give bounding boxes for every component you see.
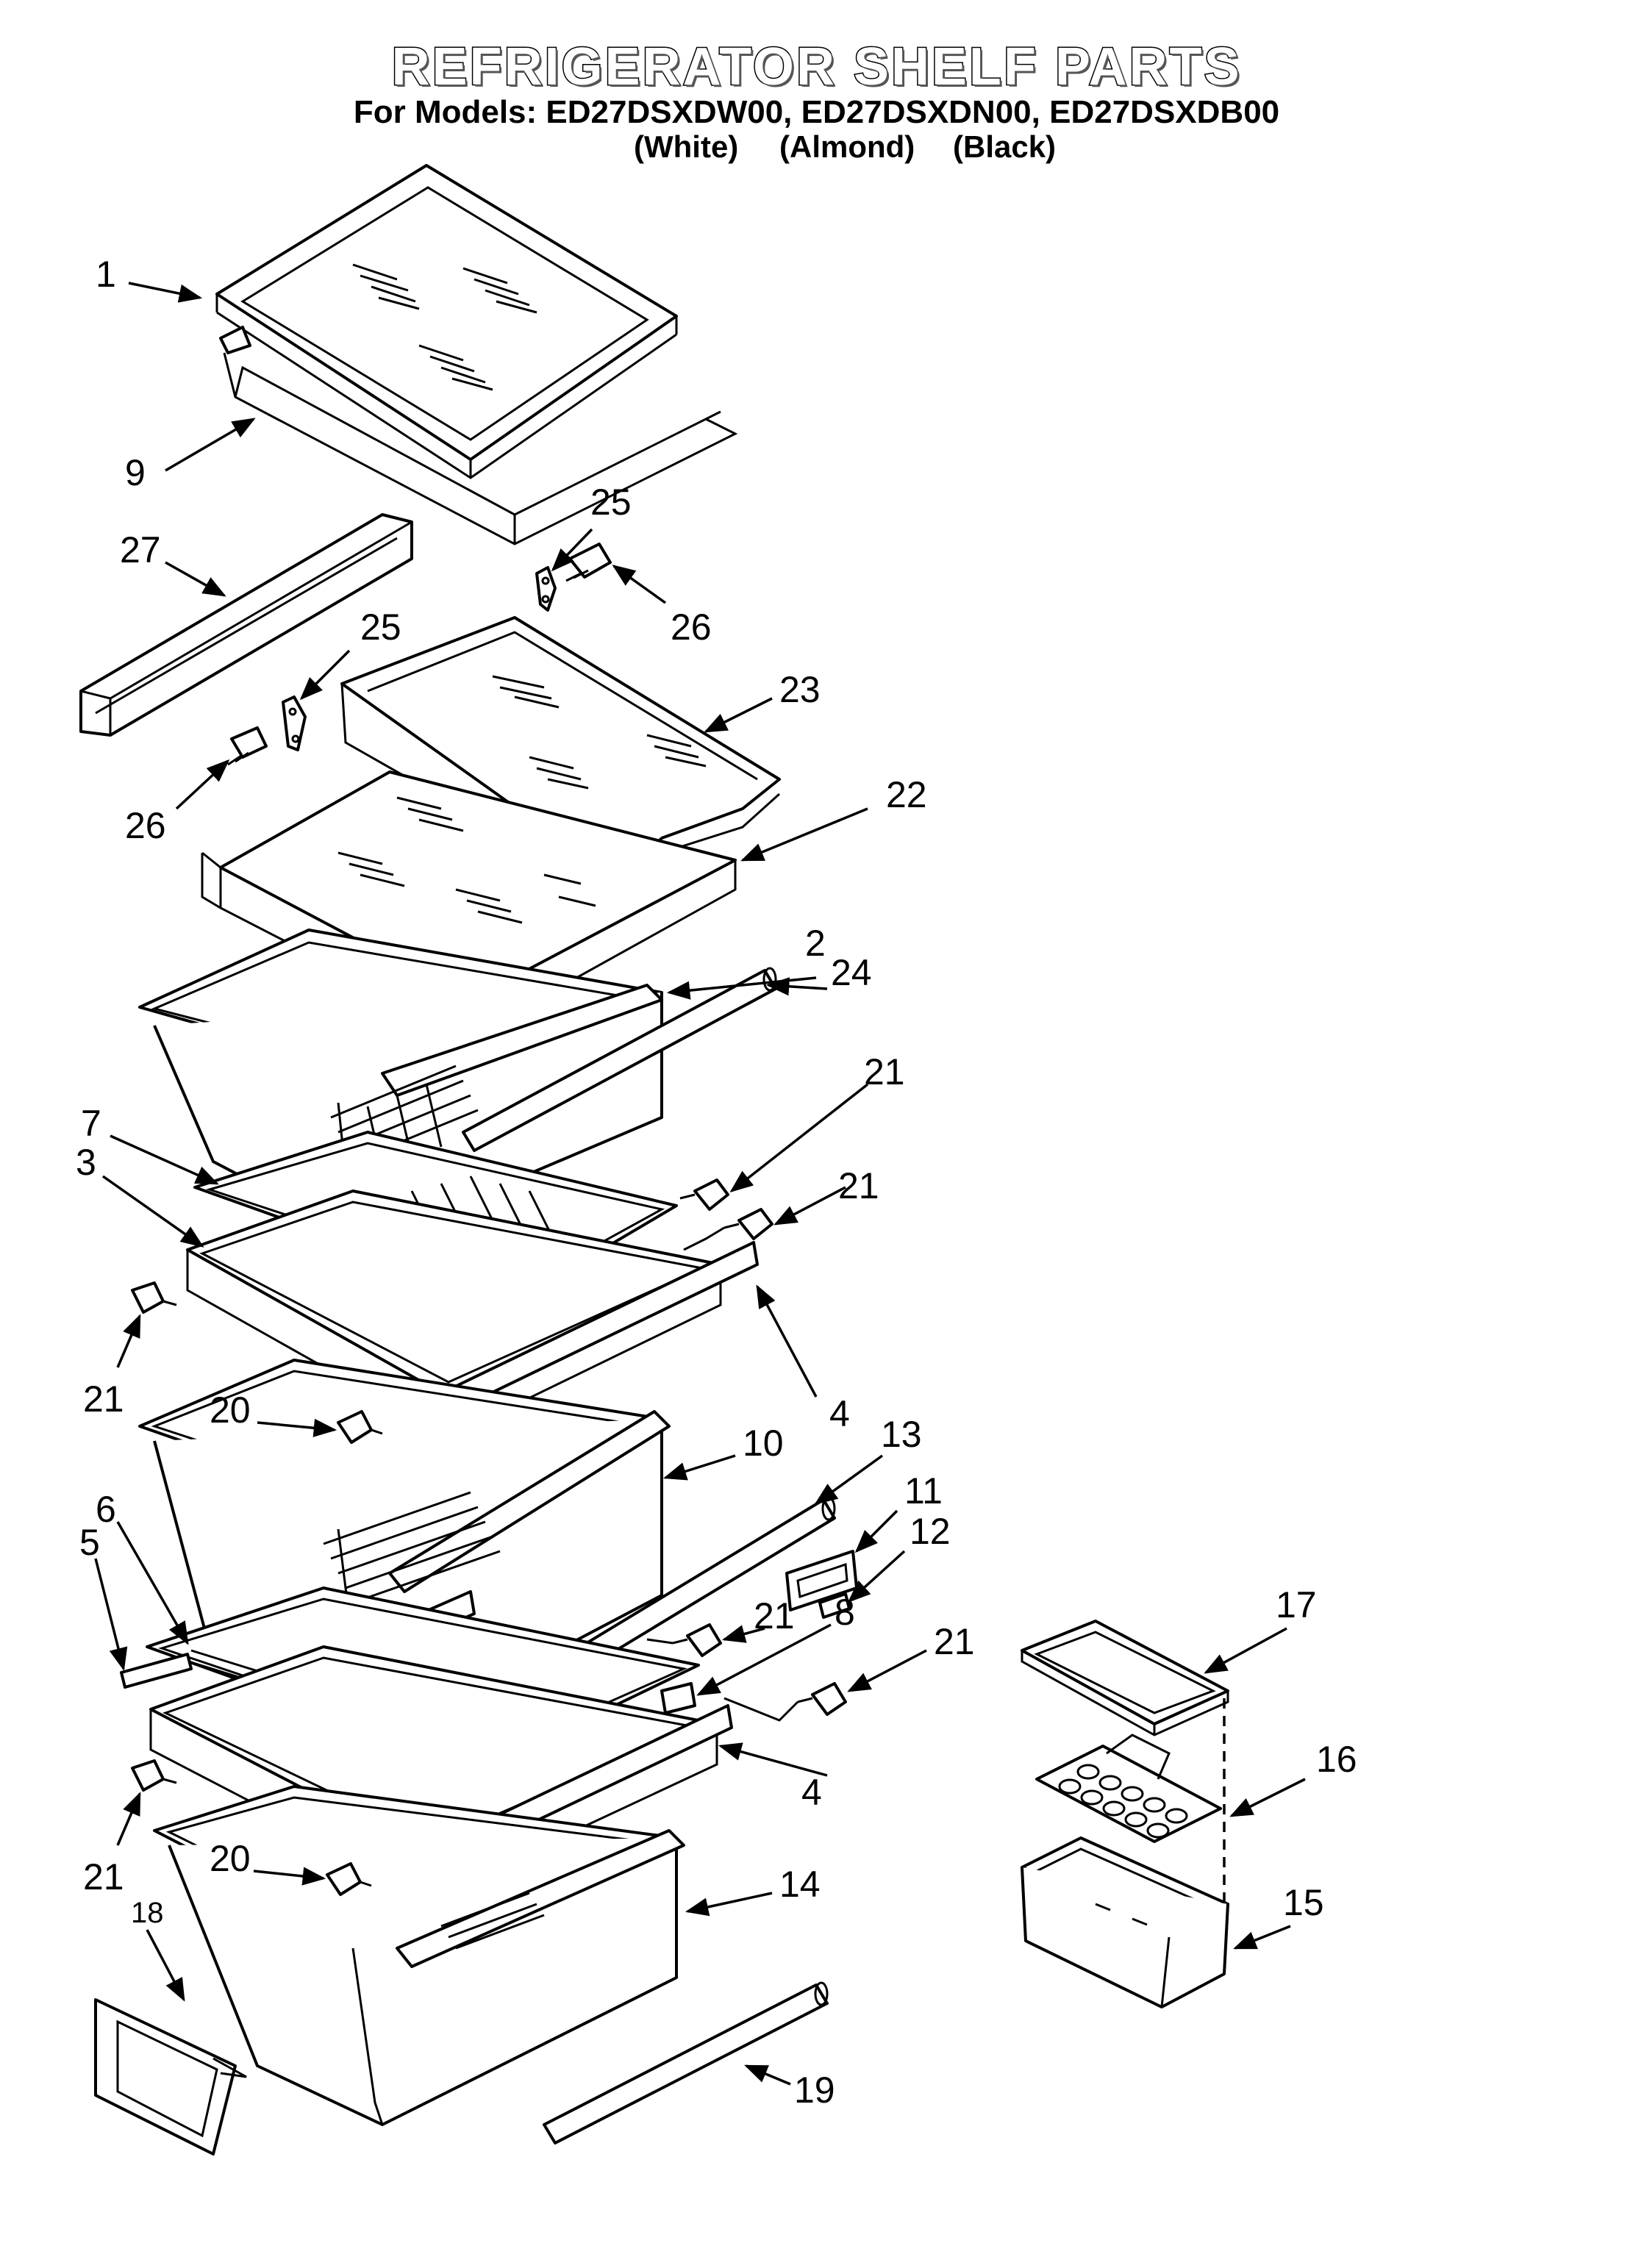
part-12-clip bbox=[818, 1592, 851, 1619]
part-15-egg-bin bbox=[1021, 1836, 1229, 2008]
callout-26-top: 26 bbox=[671, 607, 712, 648]
part-26-screw-mid bbox=[227, 726, 268, 766]
color-black: (Black) bbox=[953, 129, 1057, 164]
callout-5: 5 bbox=[79, 1522, 100, 1563]
callout-24: 24 bbox=[831, 952, 872, 993]
bushing-21-a bbox=[679, 1178, 729, 1211]
callout-21-c: 21 bbox=[83, 1378, 124, 1420]
part-26-screw-top bbox=[565, 543, 612, 582]
callout-23: 23 bbox=[779, 669, 821, 710]
bushing-21-d bbox=[672, 1623, 722, 1657]
color-white: (White) bbox=[634, 129, 739, 164]
part-5-strip bbox=[120, 1653, 193, 1689]
part-1-glass-shelf bbox=[215, 164, 678, 479]
callout-25-top: 25 bbox=[590, 482, 632, 523]
callout-15: 15 bbox=[1283, 1882, 1324, 1923]
bushing-20-a bbox=[337, 1410, 383, 1444]
part-18-label bbox=[94, 1998, 247, 2156]
part-9-shelf-frame bbox=[219, 326, 738, 545]
part-8-rail bbox=[660, 1682, 696, 1714]
bushing-21-b bbox=[723, 1208, 773, 1240]
leader-lines bbox=[94, 282, 1306, 2086]
bushing-21-c bbox=[131, 1281, 177, 1314]
callout-18: 18 bbox=[131, 1897, 164, 1929]
callout-27: 27 bbox=[120, 529, 161, 570]
part-17-lid bbox=[1021, 1620, 1229, 1736]
callout-21-b: 21 bbox=[838, 1165, 879, 1206]
callout-22: 22 bbox=[886, 774, 927, 815]
callout-1: 1 bbox=[96, 254, 116, 295]
callout-3: 3 bbox=[76, 1142, 96, 1183]
callout-21-a: 21 bbox=[864, 1051, 905, 1092]
callout-16: 16 bbox=[1316, 1739, 1357, 1780]
callout-6: 6 bbox=[96, 1489, 116, 1530]
callout-14: 14 bbox=[779, 1864, 821, 1905]
callout-21-e: 21 bbox=[934, 1621, 975, 1662]
callout-17: 17 bbox=[1276, 1584, 1317, 1625]
callout-26-mid: 26 bbox=[125, 805, 166, 846]
part-14-bottom-drawer bbox=[153, 1785, 685, 2126]
model-list: For Models: ED27DSXDW00, ED27DSXDN00, ED… bbox=[353, 94, 1280, 130]
page-title: REFRIGERATOR SHELF PARTS bbox=[390, 37, 1242, 98]
callout-21-d: 21 bbox=[754, 1595, 795, 1636]
callout-25-mid: 25 bbox=[360, 607, 401, 648]
callout-12: 12 bbox=[910, 1511, 951, 1552]
bushing-20-b bbox=[326, 1862, 372, 1896]
callout-2: 2 bbox=[805, 923, 826, 964]
part-27-rail bbox=[79, 513, 413, 737]
part-16-egg-tray bbox=[1035, 1734, 1222, 1843]
callout-4-b: 4 bbox=[801, 1772, 822, 1813]
color-almond: (Almond) bbox=[779, 129, 915, 164]
callout-numbers: 1 9 27 25 26 25 26 23 22 2 24 21 21 7 3 … bbox=[76, 254, 1357, 2111]
bushing-21-e bbox=[797, 1682, 847, 1716]
callout-13: 13 bbox=[881, 1414, 922, 1455]
bushing-21-f bbox=[131, 1759, 177, 1792]
callout-9: 9 bbox=[125, 452, 146, 493]
callout-11: 11 bbox=[904, 1470, 943, 1512]
callout-7: 7 bbox=[81, 1103, 101, 1144]
callout-8: 8 bbox=[835, 1592, 855, 1633]
part-19-trim bbox=[543, 1981, 829, 2144]
callout-20-a: 20 bbox=[210, 1389, 251, 1431]
color-list: (White) (Almond) (Black) bbox=[0, 129, 1633, 306]
part-25-bracket-mid bbox=[282, 695, 307, 751]
callout-19: 19 bbox=[794, 2070, 835, 2111]
callout-20-b: 20 bbox=[210, 1838, 251, 1879]
callout-10: 10 bbox=[743, 1423, 784, 1464]
callout-21-f: 21 bbox=[83, 1856, 124, 1897]
part-25-bracket-top bbox=[535, 566, 557, 612]
callout-4-a: 4 bbox=[829, 1393, 850, 1434]
